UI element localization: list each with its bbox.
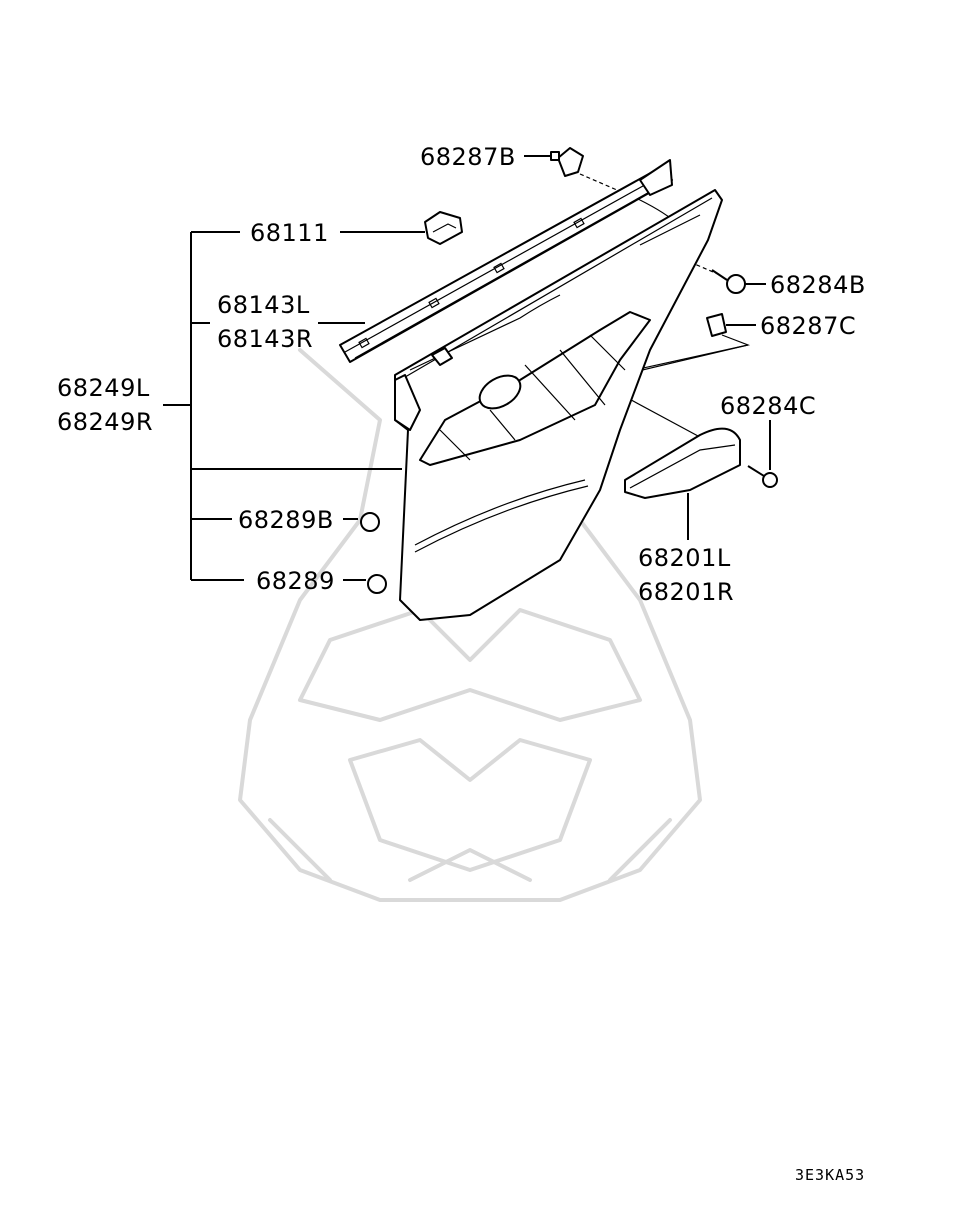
part-68284B-screw	[711, 269, 746, 294]
part-68287C-clip	[706, 313, 727, 337]
label-68249R: 68249R	[57, 408, 153, 436]
door-trim-panel	[394, 189, 723, 621]
label-68249L: 68249L	[57, 374, 150, 402]
label-68143R: 68143R	[217, 325, 313, 353]
label-68289: 68289	[256, 567, 335, 595]
part-68201-pull-handle	[624, 427, 741, 499]
part-68284C-screw	[747, 465, 778, 488]
part-68289-clip	[367, 574, 387, 594]
label-68143L: 68143L	[217, 291, 310, 319]
leader-lines	[163, 155, 771, 581]
label-68284B: 68284B	[770, 271, 866, 299]
label-68289B: 68289B	[238, 506, 334, 534]
part-68111	[424, 211, 463, 245]
part-68287B-clip	[550, 147, 584, 177]
label-68287B: 68287B	[420, 143, 516, 171]
label-68287C: 68287C	[760, 312, 856, 340]
samurai-watermark-icon	[238, 348, 702, 902]
label-68201R: 68201R	[638, 578, 734, 606]
label-68284C: 68284C	[720, 392, 816, 420]
label-68201L: 68201L	[638, 544, 731, 572]
label-68111: 68111	[250, 219, 329, 247]
diagram-code: 3E3KA53	[795, 1166, 865, 1184]
window-sill-strip	[339, 159, 673, 363]
part-68289B-clip	[360, 512, 380, 532]
